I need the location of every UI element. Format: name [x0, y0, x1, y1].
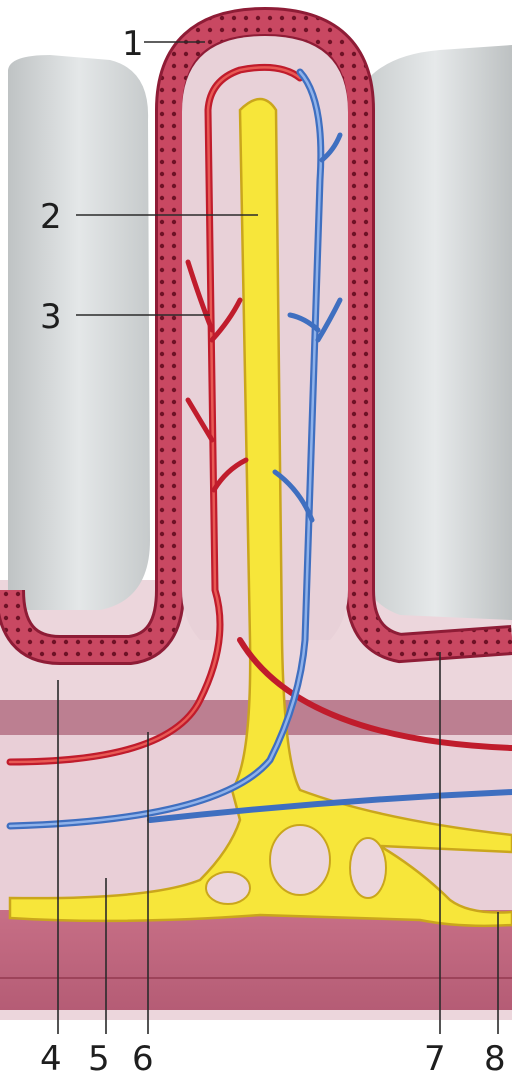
label-3: 3 [40, 297, 62, 337]
muscle-layer [0, 910, 512, 1010]
lymph-vessel-loop [206, 872, 250, 904]
label-8: 8 [484, 1039, 506, 1079]
right-adjacent-villus [358, 45, 512, 620]
label-7: 7 [424, 1039, 446, 1079]
label-4: 4 [40, 1039, 62, 1079]
label-2: 2 [40, 197, 62, 237]
label-6: 6 [132, 1039, 154, 1079]
lymph-vessel-loop [350, 838, 386, 898]
lymph-vessel-loop [270, 825, 330, 895]
label-5: 5 [88, 1039, 110, 1079]
left-adjacent-villus [8, 55, 150, 610]
label-1: 1 [122, 24, 144, 64]
